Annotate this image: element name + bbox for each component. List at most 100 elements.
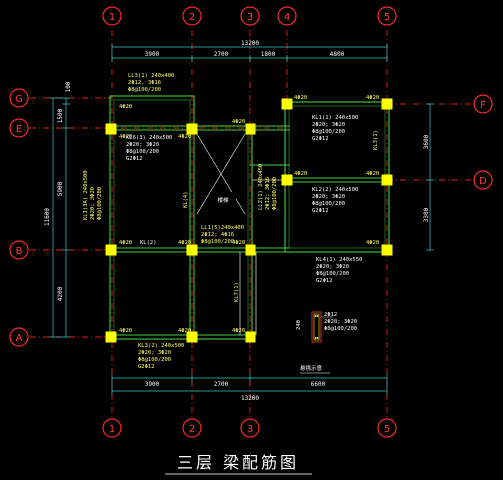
dimensions-bottom: 3900 2700 6600 13200: [111, 374, 388, 402]
beam-label-kl7: KL7(1): [234, 282, 240, 302]
cantilever-section-detail: 240 2Φ12 2Φ20; 3Φ20 Φ8@100/200 悬挑示意: [296, 311, 357, 374]
beam-label-kl2: KL2(2) 240x500: [312, 187, 358, 193]
beam-label-kl6: KL6(3) 240x500: [126, 135, 172, 141]
axis-bottom-1: 1: [109, 424, 115, 435]
axis-top-4: 4: [284, 12, 290, 23]
dim-right-seg-2: 3300: [423, 207, 430, 222]
section-label: 悬挑示意: [300, 364, 323, 372]
column-tag: 4Φ20: [366, 95, 379, 101]
column: [381, 244, 393, 256]
dim-top-seg-2: 2700: [214, 51, 229, 58]
column: [186, 331, 198, 343]
axis-top-5: 5: [384, 12, 390, 23]
dim-left-total: 11600: [44, 208, 51, 226]
axis-left-g: G: [15, 94, 23, 105]
dim-top-total: 13200: [241, 40, 259, 47]
beam-label-kl6-c: G2Φ12: [126, 156, 143, 162]
beam-label-kl1-c: G2Φ12: [312, 136, 329, 142]
beam-label-kl4-v: KL(4): [183, 191, 189, 208]
beam-label-ll2-a: 2Φ12; 3Φ16: [265, 177, 271, 210]
beam-label-kl2-a: 2Φ20; 3Φ20: [312, 194, 345, 200]
column-tag: 4Φ20: [119, 104, 132, 110]
section-line-1: 2Φ12: [324, 312, 337, 318]
beam-label-ll3: LL3(1) 240x400: [128, 73, 174, 79]
dim-bottom-total: 13200: [241, 395, 259, 402]
beam-label-kl2-c: G2Φ12: [312, 208, 329, 214]
axis-bubbles-left: G E B A: [9, 88, 29, 347]
beam-left-block: [109, 95, 195, 340]
axis-bottom-3: 3: [247, 424, 253, 435]
dim-top-seg-1: 3900: [145, 51, 160, 58]
dim-left-seg-3: 5900: [57, 181, 64, 196]
column-tag: 4Φ20: [178, 240, 191, 246]
axis-bottom-5: 5: [384, 424, 390, 435]
column-tags: 4Φ20 4Φ20 4Φ20 4Φ20 4Φ20 4Φ20 4Φ20 4Φ20 …: [119, 95, 379, 334]
column-tag: 4Φ20: [178, 134, 191, 140]
beam-label-kl1a-b: Φ8@100/200: [97, 187, 103, 220]
column: [381, 98, 393, 110]
dimensions-right: 3600 3300: [423, 103, 434, 251]
axis-left-e: E: [16, 124, 22, 135]
section-line-3: Φ8@100/200: [324, 326, 357, 332]
dim-left-seg-2: 1500: [57, 108, 64, 123]
beam-label-kl4-a: 2Φ20; 3Φ20: [316, 264, 349, 270]
beam-label-kl1a-a: 2Φ20; 3Φ20: [90, 187, 96, 220]
beam-label-kl3-a: 2Φ20; 3Φ20: [138, 350, 171, 356]
dimensions-left: 100 1500 5900 4200 11600: [44, 81, 72, 338]
axis-right-d: D: [479, 176, 487, 187]
column: [281, 98, 293, 110]
beam-label-kl4: KL4(1) 240x550: [316, 257, 362, 263]
column-tag: 4Φ20: [294, 171, 307, 177]
axis-bubbles-bottom: 1 2 3 5: [102, 418, 397, 438]
column: [245, 331, 256, 343]
beam-label-ll2: LL2(1) 240x450: [258, 164, 264, 210]
column: [105, 244, 117, 256]
beam-label-kl4-c: G2Φ12: [316, 278, 333, 284]
beam-label-kl1: KL1(1) 240x500: [312, 115, 358, 121]
dim-top-seg-4: 4800: [330, 51, 345, 58]
beam-label-kl3-v: KL3(1): [373, 130, 379, 150]
column: [105, 331, 117, 343]
column-tag: 4Φ20: [366, 171, 379, 177]
beam-label-kl6-a: 2Φ20; 3Φ20: [126, 142, 159, 148]
beam-label-ll3-b: Φ8@100/200: [128, 87, 161, 93]
columns: [105, 98, 393, 343]
column-tag: 4Φ20: [119, 328, 132, 334]
stair-label: 楼梯: [217, 196, 229, 204]
column-tag: 4Φ20: [232, 119, 245, 125]
column-tag: 4Φ20: [366, 240, 379, 246]
beam-label-kl4-b: Φ8@100/200: [316, 271, 349, 277]
column: [381, 174, 393, 186]
drawing-title: 三层 梁配筋图: [177, 453, 299, 472]
beam-labels: LL3(1) 240x400 2Φ12, 3Φ16 Φ8@100/200 KL6…: [83, 73, 379, 370]
dim-left-seg-1: 100: [65, 81, 72, 92]
dim-bottom-seg-3: 6600: [311, 381, 326, 388]
section-line-2: 2Φ20; 3Φ20: [324, 319, 357, 325]
beam-label-kl1-a: 2Φ20; 3Φ20: [312, 122, 345, 128]
dim-left-seg-4: 4200: [57, 286, 64, 301]
dim-bottom-seg-2: 2700: [214, 381, 229, 388]
dim-right-seg-1: 3600: [423, 134, 430, 149]
column: [186, 123, 198, 135]
column-tag: 4Φ20: [178, 328, 191, 334]
beam-label-ll2-b: Φ8@100/200: [272, 177, 278, 210]
axis-bubbles-top: 1 2 3 4 5: [102, 6, 397, 26]
beam-label-ll3-a: 2Φ12, 3Φ16: [128, 80, 161, 86]
axis-top-1: 1: [109, 12, 115, 23]
beam-label-kl3: KL3(2) 240x500: [138, 343, 184, 349]
section-side-dim: 240: [296, 320, 302, 330]
column: [105, 123, 117, 135]
column: [245, 244, 256, 256]
column-tag: 4Φ20: [119, 134, 132, 140]
column: [245, 123, 256, 135]
dim-bottom-seg-1: 3900: [145, 381, 160, 388]
beam-label-ll1-b: Φ8@100/200: [201, 239, 234, 245]
axis-top-2: 2: [189, 12, 195, 23]
beam-label-kl6-b: Φ8@100/200: [126, 149, 159, 155]
column-tag: 4Φ20: [119, 240, 132, 246]
column-tag: 4Φ20: [232, 328, 245, 334]
beam-label-kl3-b: Φ8@100/200: [138, 357, 171, 363]
beam-label-kl3-c: G2Φ12: [138, 364, 155, 370]
column-tag: 4Φ20: [232, 240, 245, 246]
